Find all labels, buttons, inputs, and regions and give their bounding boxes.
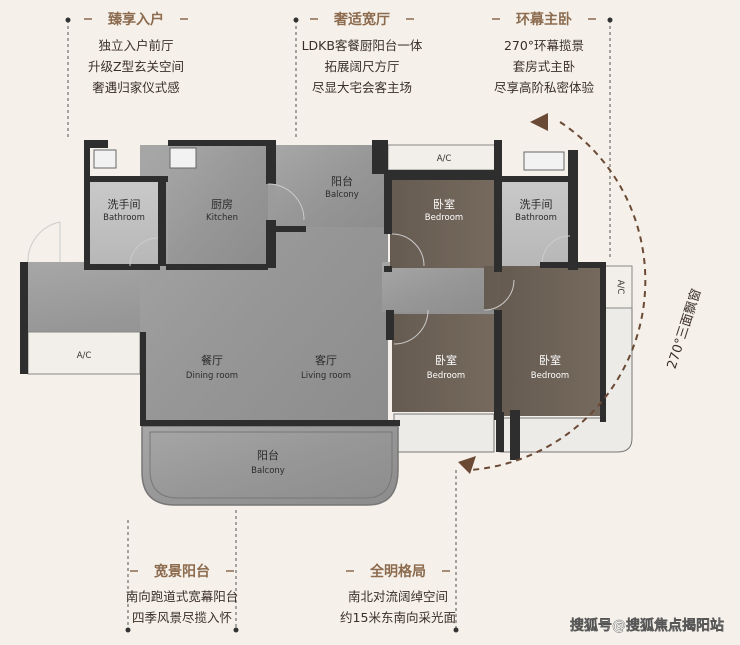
- room-labels: 洗手间 Bathroom 厨房 Kitchen 阳台 Balcony 卧室 Be…: [103, 174, 569, 476]
- callout-entrance-line2: 升级Z型玄关空间: [88, 59, 184, 74]
- door-swings: [27, 183, 571, 345]
- callout-balcony-title: 宽景阳台: [154, 563, 210, 580]
- arc-arrow-bottom-icon: [458, 456, 476, 474]
- arc-arrow-top-icon: [530, 113, 548, 131]
- ac-label-north: A/C: [437, 154, 452, 164]
- room-bathroom1-en: Bathroom: [103, 213, 145, 223]
- callout-layout-line2: 约15米东南向采光面: [340, 610, 456, 625]
- callout-entrance: 臻享入户 独立入户前厅 升级Z型玄关空间 奢遇归家仪式感: [84, 11, 188, 95]
- callout-hall-line3: 尽显大宅会客主场: [312, 80, 412, 95]
- callout-dots: [65, 17, 613, 633]
- room-kitchen-cn: 厨房: [211, 198, 233, 211]
- callout-entrance-title: 臻享入户: [108, 11, 164, 28]
- callout-balcony-line1: 南向跑道式宽幕阳台: [126, 589, 239, 604]
- callout-entrance-line3: 奢遇归家仪式感: [92, 80, 180, 95]
- room-balcony-north-cn: 阳台: [331, 174, 353, 188]
- callout-master-line2: 套房式主卧: [513, 59, 576, 74]
- callout-leaders: [67, 20, 611, 630]
- room-living-en: Living room: [301, 371, 351, 381]
- callout-master-line1: 270°环幕揽景: [504, 38, 584, 53]
- room-balcony-north-en: Balcony: [325, 190, 359, 200]
- room-bathroom1-cn: 洗手间: [108, 197, 141, 211]
- floor-plan: [20, 140, 633, 506]
- room-kitchen-en: Kitchen: [206, 213, 238, 223]
- room-balcony-south-en: Balcony: [251, 466, 285, 476]
- room-dining-cn: 餐厅: [201, 353, 223, 367]
- callout-master: 环幕主卧 270°环幕揽景 套房式主卧 尽享高阶私密体验: [492, 11, 596, 95]
- callout-master-line3: 尽享高阶私密体验: [494, 80, 595, 95]
- room-bathroom2-cn: 洗手间: [520, 197, 553, 211]
- callout-layout-title: 全明格局: [369, 563, 426, 580]
- room-living-cn: 客厅: [315, 353, 337, 367]
- room-bedroom2-en: Bedroom: [427, 371, 465, 381]
- watermark: 搜狐号@搜狐焦点揭阳站: [570, 617, 724, 634]
- callout-hall-line1: LDKB客餐厨阳台一体: [302, 38, 423, 53]
- ac-label-west: A/C: [77, 351, 92, 361]
- callout-layout: 全明格局 南北对流阔绰空间 约15米东南向采光面: [340, 563, 456, 625]
- callout-balcony-line2: 四季风景尽揽入怀: [132, 610, 232, 625]
- callout-layout-line1: 南北对流阔绰空间: [348, 589, 448, 604]
- callout-master-title: 环幕主卧: [516, 11, 572, 28]
- callout-entrance-line1: 独立入户前厅: [98, 38, 173, 53]
- callout-hall-line2: 拓展阔尺方厅: [324, 59, 399, 74]
- callout-balcony: 宽景阳台 南向跑道式宽幕阳台 四季风景尽揽入怀: [126, 563, 239, 625]
- room-bedroom1-en: Bedroom: [425, 213, 463, 223]
- arc-label: 270°三面飘窗: [664, 287, 705, 371]
- callout-hall: 奢适宽厅 LDKB客餐厨阳台一体 拓展阔尺方厅 尽显大宅会客主场: [302, 11, 423, 95]
- room-dining-en: Dining room: [186, 371, 238, 381]
- ac-labels: A/C A/C A/C: [77, 154, 625, 361]
- room-balcony-south-cn: 阳台: [257, 448, 279, 462]
- room-bedroom2-cn: 卧室: [435, 353, 457, 367]
- room-bedroom3-en: Bedroom: [531, 371, 569, 381]
- room-bedroom3-cn: 卧室: [539, 353, 561, 367]
- ac-label-east: A/C: [615, 280, 625, 295]
- room-bedroom1-cn: 卧室: [433, 197, 455, 211]
- room-bathroom2-en: Bathroom: [515, 213, 557, 223]
- callout-hall-title: 奢适宽厅: [333, 11, 390, 28]
